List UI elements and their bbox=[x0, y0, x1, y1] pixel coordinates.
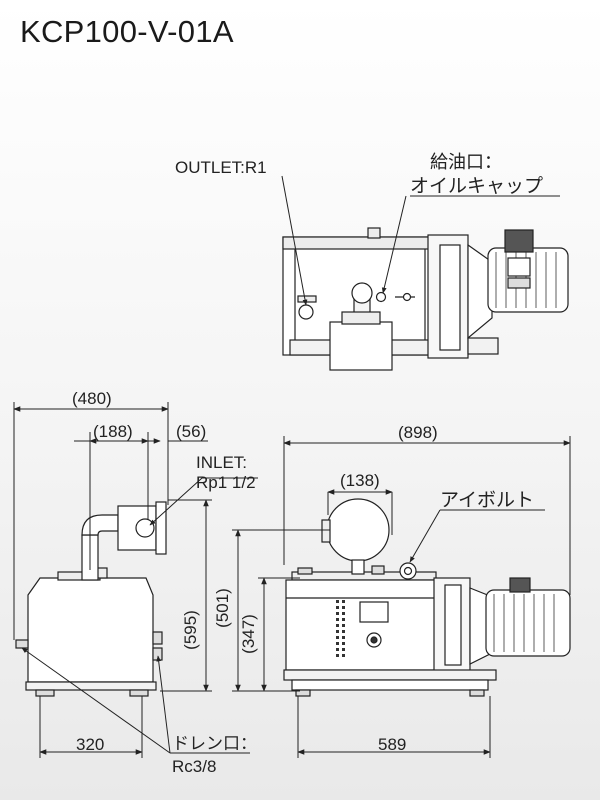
dim-595: (595) bbox=[181, 610, 200, 650]
front-view bbox=[283, 498, 571, 697]
page-title: KCP100-V-01A bbox=[20, 14, 234, 49]
top-view-leaders bbox=[281, 175, 560, 306]
side-view-housing bbox=[27, 577, 154, 683]
dim-347: (347) bbox=[239, 614, 258, 654]
front-view-dimensions bbox=[232, 436, 571, 758]
top-view bbox=[282, 227, 569, 371]
drain-label: ドレン口： bbox=[172, 734, 257, 753]
dim-898: (898) bbox=[398, 423, 438, 442]
dim-320: 320 bbox=[76, 735, 104, 754]
dim-480: (480) bbox=[72, 389, 112, 408]
oil-cap-label: オイルキャップ bbox=[410, 175, 543, 197]
side-view bbox=[15, 501, 167, 697]
outlet-label: OUTLET:R1 bbox=[175, 158, 267, 177]
vent-grille bbox=[336, 600, 345, 657]
dim-138: (138) bbox=[340, 471, 380, 490]
dim-589: 589 bbox=[378, 735, 406, 754]
front-view-housing bbox=[285, 579, 437, 671]
oil-port-label: 給油口： bbox=[430, 152, 502, 172]
inlet-label: INLET: bbox=[196, 453, 247, 472]
inlet-size-label: Rp1 1/2 bbox=[196, 473, 256, 492]
eyebolt-label: アイボルト bbox=[440, 489, 534, 511]
dim-188: (188) bbox=[93, 422, 133, 441]
side-view-dimensions bbox=[13, 402, 258, 758]
dim-501: (501) bbox=[213, 588, 232, 628]
dim-56: (56) bbox=[176, 422, 206, 441]
drain-size-label: Rc3/8 bbox=[172, 757, 216, 776]
